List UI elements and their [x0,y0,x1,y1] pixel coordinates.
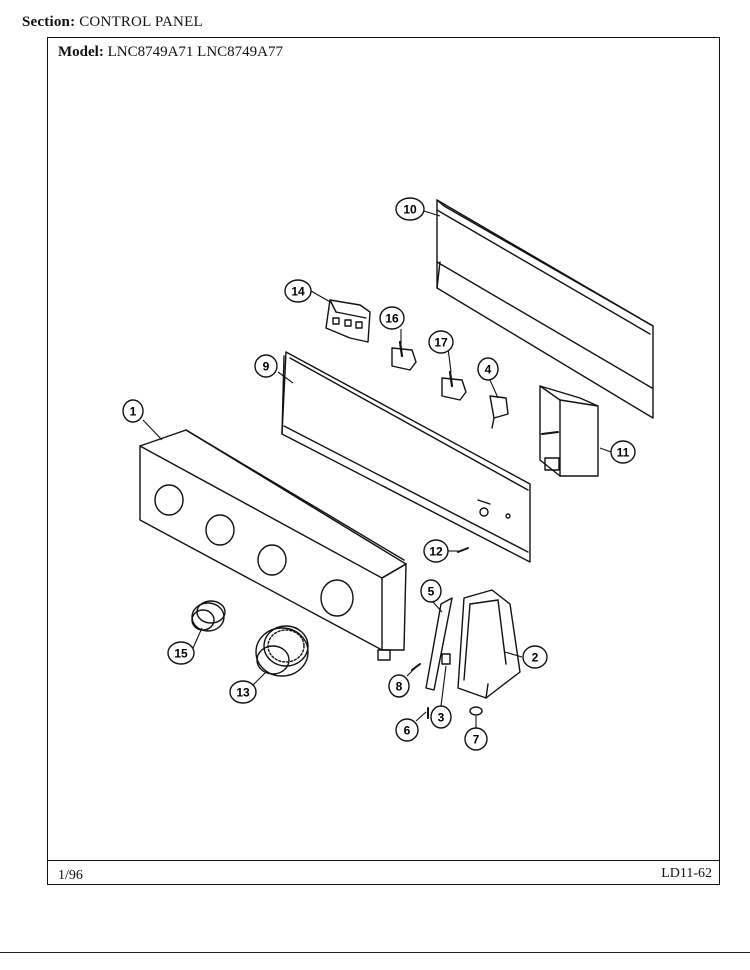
revision-date: 1/96 [58,868,83,883]
callout-15: 15 [167,641,195,665]
callout-2-label: 2 [532,651,539,665]
footer-divider [48,860,719,861]
page-code: LD11-62 [661,866,712,881]
callout-17: 17 [428,330,454,354]
part-12-screw [457,547,469,553]
part-5-trim-strip [425,597,453,691]
section-label: Section: [22,14,76,30]
callout-9: 9 [254,354,278,378]
part-10-rear-panel [436,199,654,419]
model-header: Model: LNC8749A71 LNC8749A77 [58,44,283,61]
model-label: Model: [58,44,104,60]
callout-5: 5 [420,579,442,603]
callout-6: 6 [395,718,419,742]
part-7-washer [469,706,483,716]
part-17-switch [441,370,467,401]
callout-1: 1 [122,399,144,423]
callout-3: 3 [430,705,452,729]
callout-6-label: 6 [404,724,411,738]
part-2-end-cap [457,589,521,699]
callout-4: 4 [477,357,499,381]
section-header: Section: CONTROL PANEL [22,14,203,31]
callout-10-label: 10 [403,203,417,217]
callout-16: 16 [379,306,405,330]
callout-11: 11 [610,440,636,464]
callout-12: 12 [423,539,449,563]
page-bottom-rule [0,952,750,953]
callout-5-label: 5 [428,585,435,599]
part-11-timer-box [539,385,599,477]
callout-7: 7 [464,727,488,751]
model-value: LNC8749A71 LNC8749A77 [107,44,283,60]
part-9-console-panel [281,351,531,563]
callout-14: 14 [284,279,312,303]
callout-13: 13 [229,680,257,704]
callout-13-label: 13 [236,686,250,700]
callout-10: 10 [395,197,425,221]
callout-15-label: 15 [174,647,188,661]
diagram-frame [47,37,720,885]
callout-7-label: 7 [473,733,480,747]
part-4-bracket [489,395,509,429]
callout-12-label: 12 [429,545,443,559]
callout-3-label: 3 [438,711,445,725]
callout-17-label: 17 [434,336,448,350]
part-14-switch-block [325,299,371,343]
callout-1-label: 1 [130,405,137,419]
callout-4-label: 4 [485,363,492,377]
part-16-switch [391,340,417,371]
callout-11-label: 11 [617,446,630,460]
part-13-knob [255,625,309,677]
callout-8: 8 [388,674,410,698]
callout-16-label: 16 [385,312,399,326]
part-15-knob [191,600,226,632]
callout-9-label: 9 [263,360,270,374]
callout-14-label: 14 [291,285,305,299]
callout-8-label: 8 [396,680,403,694]
part-1-front-console [139,429,407,661]
section-value: CONTROL PANEL [79,14,203,30]
part-3-clip [441,653,451,665]
callout-2: 2 [522,645,548,669]
